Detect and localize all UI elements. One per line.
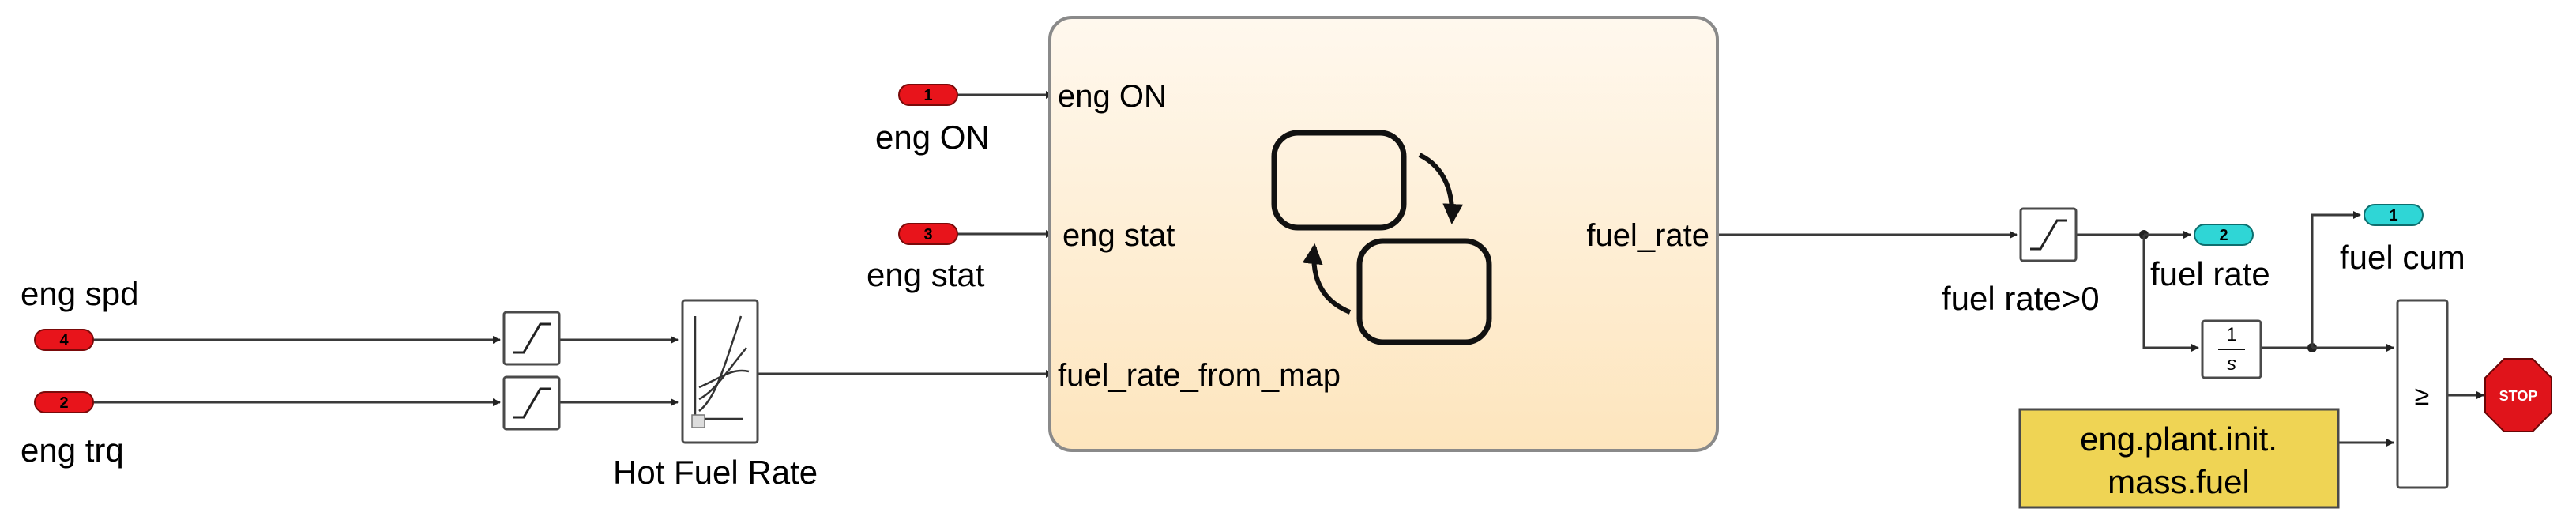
- outport-number: 2: [2219, 227, 2228, 244]
- saturation-block-spd[interactable]: [502, 311, 561, 366]
- constant-block[interactable]: eng.plant.init. mass.fuel: [2018, 408, 2340, 509]
- outport-label: fuel rate: [2150, 255, 2270, 292]
- stateflow-icon: [1271, 130, 1492, 345]
- outport-fuel-cum[interactable]: 1 fuel cum: [2340, 204, 2465, 276]
- inport-label: eng ON: [875, 119, 990, 156]
- inport-eng-trq[interactable]: 2 eng trq: [21, 391, 124, 469]
- lookup-table-block[interactable]: Hot Fuel Rate: [613, 299, 818, 491]
- chart-input-eng-on: eng ON: [1058, 79, 1167, 114]
- signal-lines: [93, 91, 2484, 447]
- stop-simulation-block[interactable]: STOP: [2484, 358, 2552, 432]
- integrator-denominator: s: [2227, 353, 2236, 375]
- wire-to-integrator[interactable]: [2142, 235, 2199, 352]
- inport-eng-spd[interactable]: 4 eng spd: [21, 275, 138, 351]
- inport-eng-stat[interactable]: 3 eng stat: [867, 223, 985, 293]
- outport-fuel-rate[interactable]: 2 fuel rate: [2150, 224, 2270, 292]
- inport-label: eng stat: [867, 256, 985, 293]
- chart-input-fuel-rate-from-map: fuel_rate_from_map: [1058, 358, 1341, 393]
- constant-value-line2: mass.fuel: [2108, 463, 2250, 500]
- stateflow-chart-block[interactable]: eng ON eng stat fuel_rate_from_map fuel_…: [1048, 16, 1719, 452]
- integrator-numerator: 1: [2226, 324, 2236, 345]
- inport-eng-on[interactable]: 1 eng ON: [875, 84, 990, 156]
- inport-number: 1: [923, 87, 932, 104]
- saturation-block-trq[interactable]: [502, 375, 561, 431]
- chart-output-fuel-rate: fuel_rate: [1586, 218, 1709, 253]
- integrator-block[interactable]: 1 s: [2201, 319, 2262, 379]
- wire-to-fuel-cum[interactable]: [2311, 211, 2361, 348]
- saturation-icon: [513, 387, 551, 419]
- stop-label: STOP: [2499, 388, 2538, 404]
- saturation-block-fuel-rate[interactable]: fuel rate>0: [1942, 207, 2100, 317]
- saturation-label: fuel rate>0: [1942, 280, 2100, 317]
- inport-number: 3: [923, 226, 932, 243]
- relational-operator-symbol: ≥: [2415, 381, 2430, 411]
- outport-label: fuel cum: [2340, 239, 2465, 276]
- constant-value-line1: eng.plant.init.: [2080, 420, 2277, 458]
- relational-operator-block[interactable]: ≥: [2396, 299, 2449, 489]
- inport-label: eng trq: [21, 432, 124, 469]
- lookup-table-label: Hot Fuel Rate: [613, 454, 818, 491]
- outport-number: 1: [2389, 207, 2397, 224]
- saturation-icon: [513, 322, 551, 354]
- inport-label: eng spd: [21, 275, 138, 312]
- inport-number: 4: [59, 332, 69, 349]
- lookup-table-icon: [691, 315, 750, 428]
- saturation-icon: [2030, 219, 2067, 251]
- stop-sign-icon: [2484, 358, 2552, 432]
- inport-number: 2: [59, 394, 68, 412]
- chart-input-eng-stat: eng stat: [1062, 218, 1175, 253]
